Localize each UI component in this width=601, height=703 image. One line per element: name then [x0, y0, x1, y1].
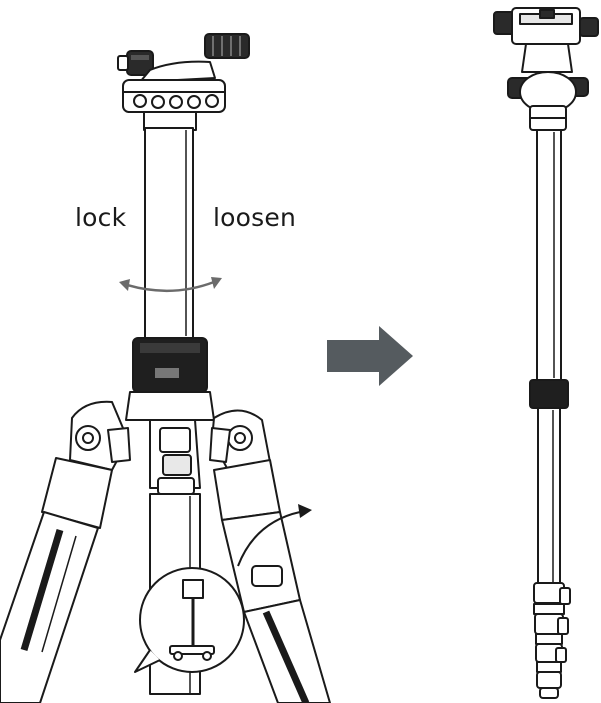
detail-magnifier [134, 567, 245, 673]
monopod-upper-tube [536, 129, 562, 381]
right-arrow-icon [327, 326, 413, 386]
left-leg [0, 511, 99, 703]
monopod-lower-tube [537, 407, 561, 584]
curved-detach-arrow-icon [237, 504, 312, 567]
monopod-illustration [493, 7, 599, 699]
leg-hub [125, 391, 215, 495]
right-leg-detached [221, 511, 331, 703]
loosen-label: loosen [213, 203, 296, 232]
tripod-illustration [0, 33, 331, 703]
monopod-flip-locks [533, 582, 571, 699]
monopod-lock-band [529, 379, 569, 409]
column-lock-collar [132, 337, 208, 393]
ball-head-knobs [117, 33, 250, 83]
monopod-ball-head [493, 7, 599, 131]
right-leg-hinge [209, 409, 281, 521]
lock-label: lock [75, 203, 127, 232]
panorama-ring [122, 79, 226, 113]
center-column [143, 111, 197, 339]
curved-rotate-arrow-icon [119, 277, 222, 293]
left-leg-hinge [41, 400, 131, 529]
